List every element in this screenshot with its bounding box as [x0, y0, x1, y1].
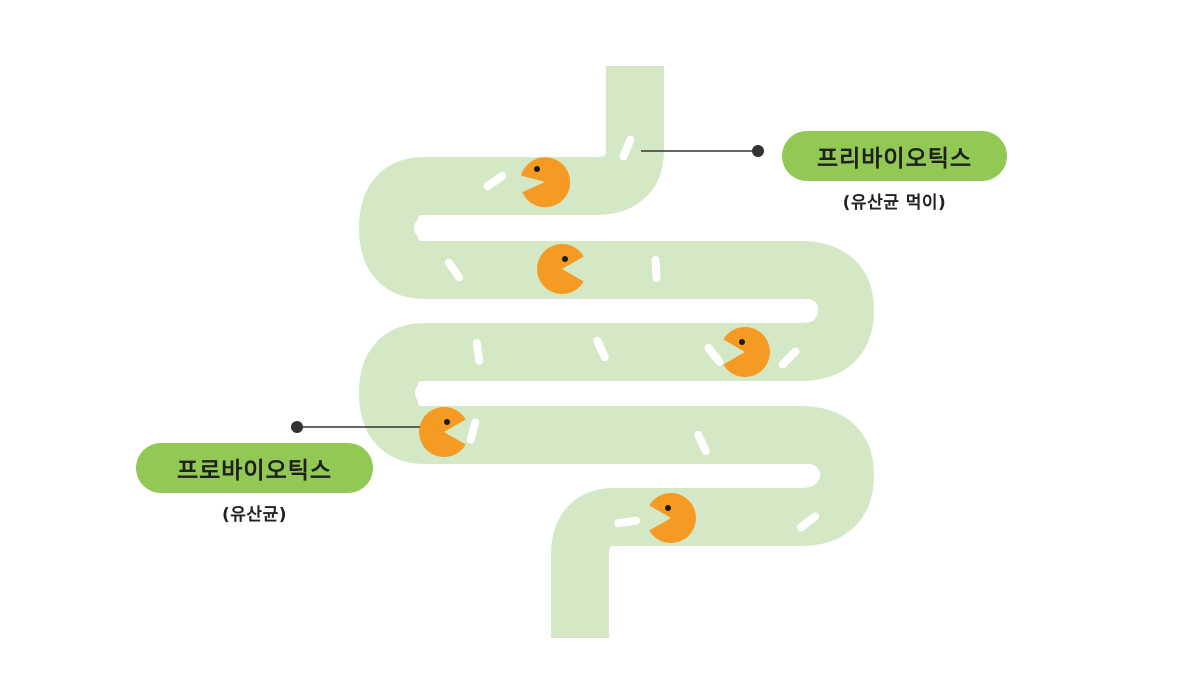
- capsule-particle-icon: [694, 430, 710, 456]
- intestine-tube: [359, 66, 874, 638]
- loop-gap: [415, 299, 818, 321]
- loop-gap: [612, 546, 886, 570]
- pacman-icon: [723, 327, 770, 377]
- pacman-icon: [649, 493, 696, 543]
- probiotics-title: 프로바이오틱스: [176, 458, 333, 484]
- probiotics-subtitle: (유산균): [222, 505, 287, 525]
- food-particles: [444, 135, 820, 532]
- capsule-particle-icon: [651, 256, 661, 282]
- probiotics-connector: [291, 421, 420, 433]
- dot-icon: [752, 145, 764, 157]
- dot-icon: [291, 421, 303, 433]
- prebiotics-connector: [641, 145, 764, 157]
- loop-gap: [414, 217, 868, 239]
- loop-gap: [400, 464, 820, 486]
- prebiotics-subtitle: (유산균 먹이): [842, 193, 947, 213]
- prebiotics-label: 프리바이오틱스: [782, 131, 1007, 181]
- capsule-particle-icon: [796, 512, 820, 532]
- capsule-particle-icon: [593, 336, 609, 362]
- capsule-particle-icon: [704, 343, 724, 367]
- capsule-particle-icon: [778, 347, 800, 369]
- capsule-particle-icon: [619, 135, 635, 161]
- pacman-icon: [537, 244, 584, 294]
- loop-gap: [415, 382, 870, 404]
- pacman-icon: [521, 157, 571, 208]
- pacman-icon: [419, 407, 466, 457]
- capsule-particle-icon: [466, 418, 480, 444]
- bacteria-group: [419, 157, 770, 543]
- capsule-particle-icon: [444, 258, 464, 282]
- probiotics-label: 프로바이오틱스: [136, 443, 373, 493]
- prebiotics-title: 프리바이오틱스: [816, 146, 973, 172]
- capsule-particle-icon: [483, 171, 507, 191]
- capsule-particle-icon: [472, 339, 484, 365]
- capsule-particle-icon: [614, 516, 640, 528]
